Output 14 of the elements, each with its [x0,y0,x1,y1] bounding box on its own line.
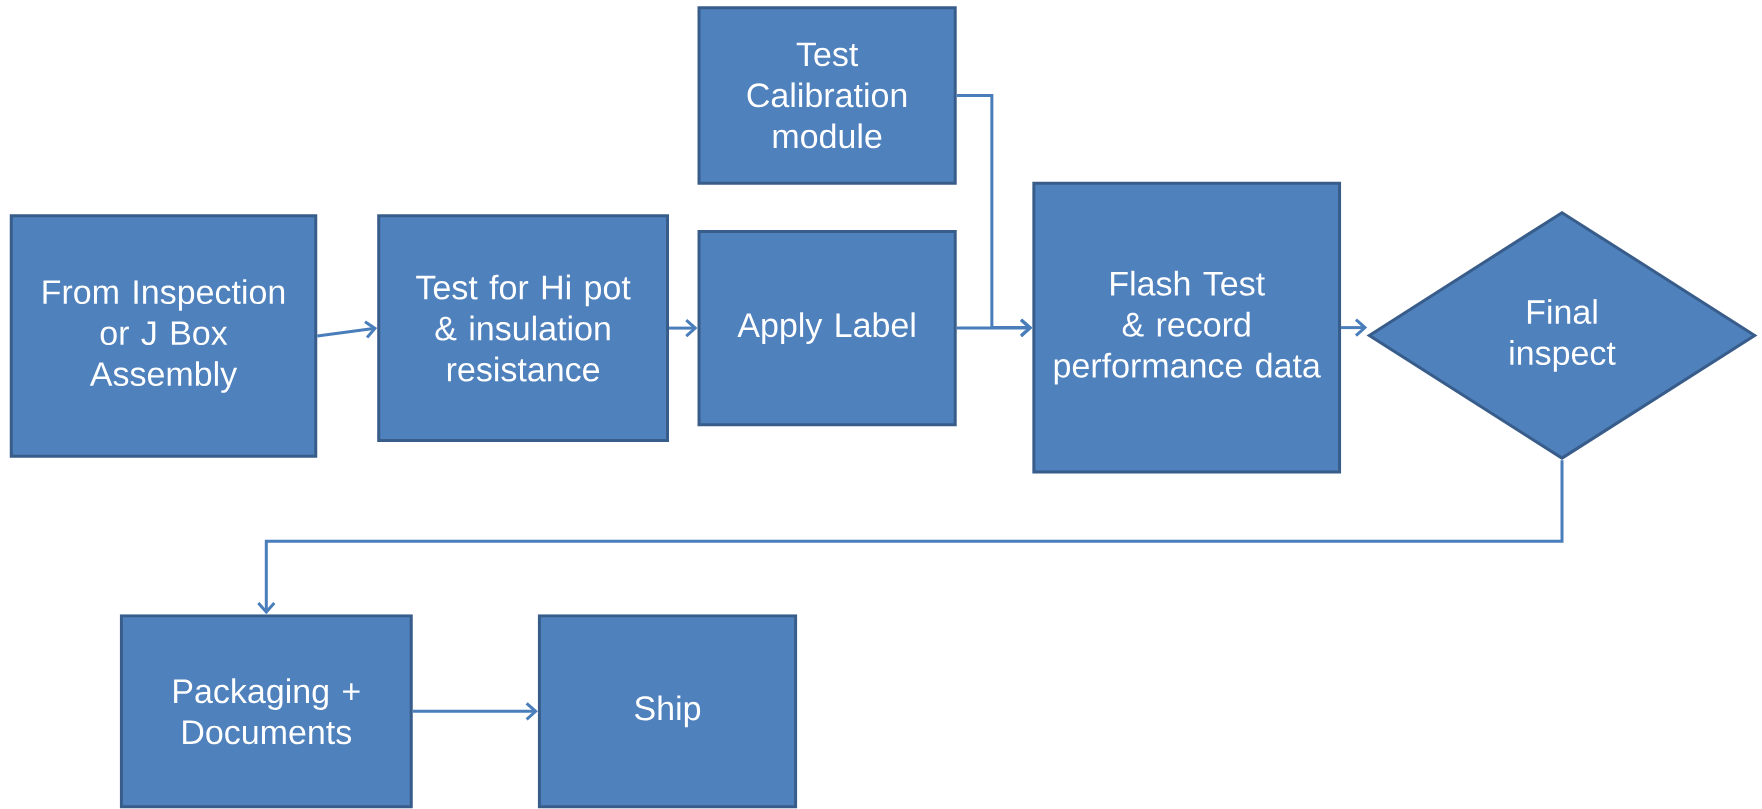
process-box: Test for Hi pot & insulation resistance [377,214,669,442]
arrow [257,460,1564,615]
process-box: Packaging + Documents [119,614,413,809]
arrow [669,319,698,338]
arrow [317,320,378,339]
process-box: From Inspection or J Box Assembly [9,214,318,458]
arrow [956,319,1033,338]
process-box: Flash Test & record performance data [1032,181,1342,474]
arrow [1341,318,1368,337]
process-box: Ship [537,614,798,809]
process-box: Test Calibration module [697,6,957,185]
arrow [956,94,1033,337]
process-box: Apply Label [697,229,957,427]
arrow [412,702,538,721]
